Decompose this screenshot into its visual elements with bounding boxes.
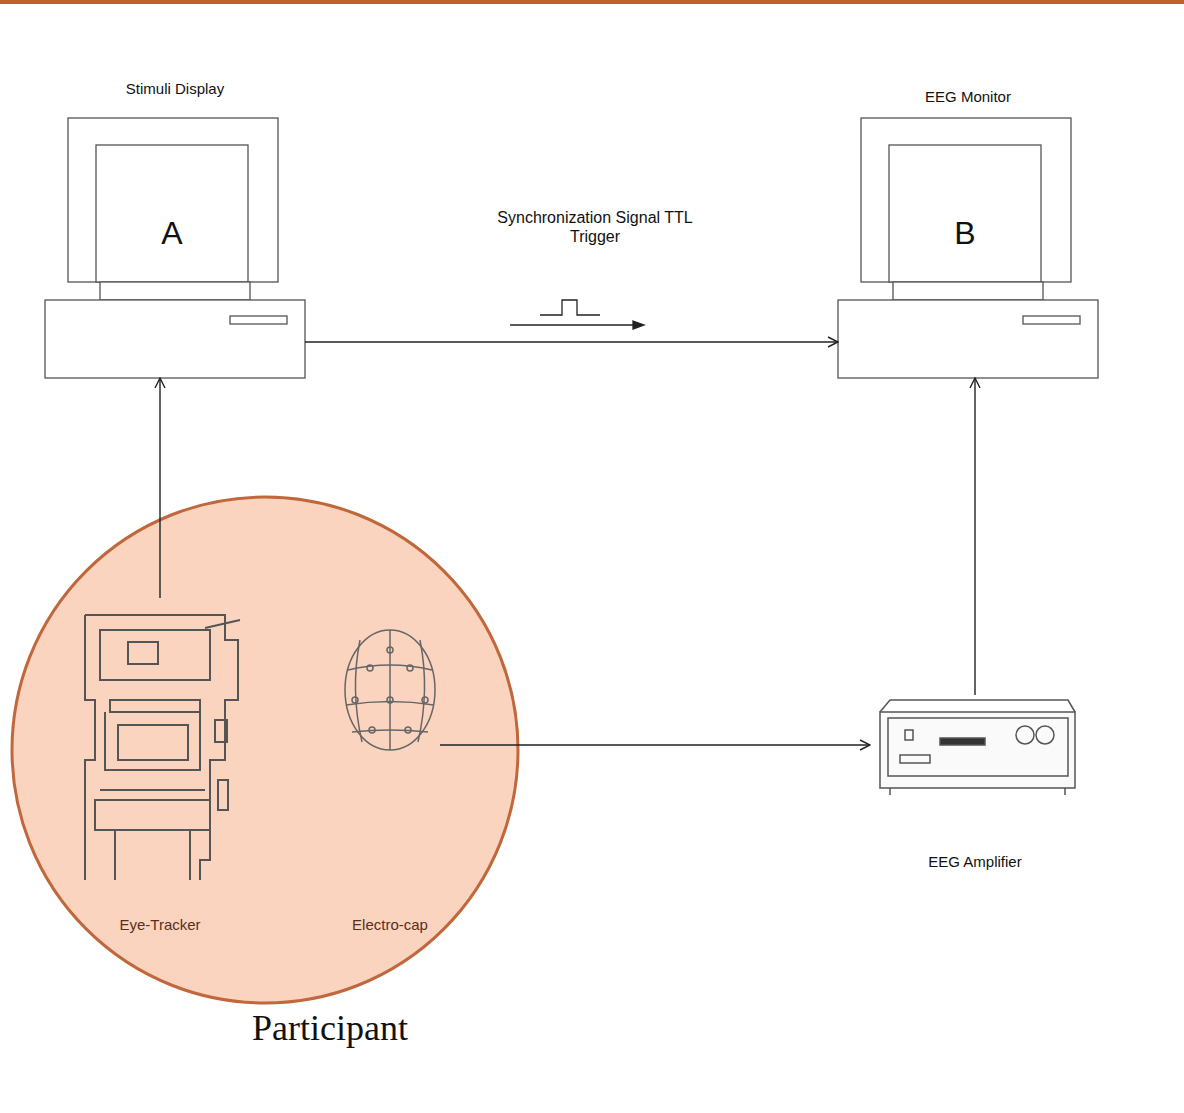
device-label: Eye-Tracker	[72, 916, 248, 934]
eeg-amplifier-illustration	[880, 700, 1075, 795]
screen-letter: A	[96, 214, 248, 252]
screen-letter: B	[889, 214, 1041, 252]
electro-cap-illustration	[345, 630, 435, 750]
top-rule	[0, 0, 1184, 4]
computer-heading: EEG Monitor	[868, 88, 1068, 106]
computer-heading: Stimuli Display	[65, 80, 285, 98]
signal-arrow	[974, 378, 975, 695]
eye-tracker-illustration	[85, 615, 240, 880]
signal-arrow	[440, 744, 870, 745]
device-label: EEG Amplifier	[870, 853, 1080, 871]
signal-arrow	[305, 341, 838, 342]
participant-outline	[12, 497, 518, 1003]
signal-arrow	[159, 378, 160, 598]
participant-label: Participant	[120, 1007, 540, 1050]
eeg-computer: EEG MonitorB	[838, 80, 1098, 378]
participant-circle: ParticipantEye-TrackerElectro-cap	[10, 495, 520, 1065]
ttl-pulse-symbol	[510, 300, 644, 329]
signal-label: Synchronization Signal TTL Trigger	[488, 208, 702, 246]
computer-outline	[45, 118, 305, 378]
node-outline	[10, 495, 520, 1065]
device-label: Electro-cap	[325, 916, 455, 934]
stimuli-computer: Stimuli DisplayA	[45, 80, 305, 378]
computer-outline	[838, 118, 1098, 378]
